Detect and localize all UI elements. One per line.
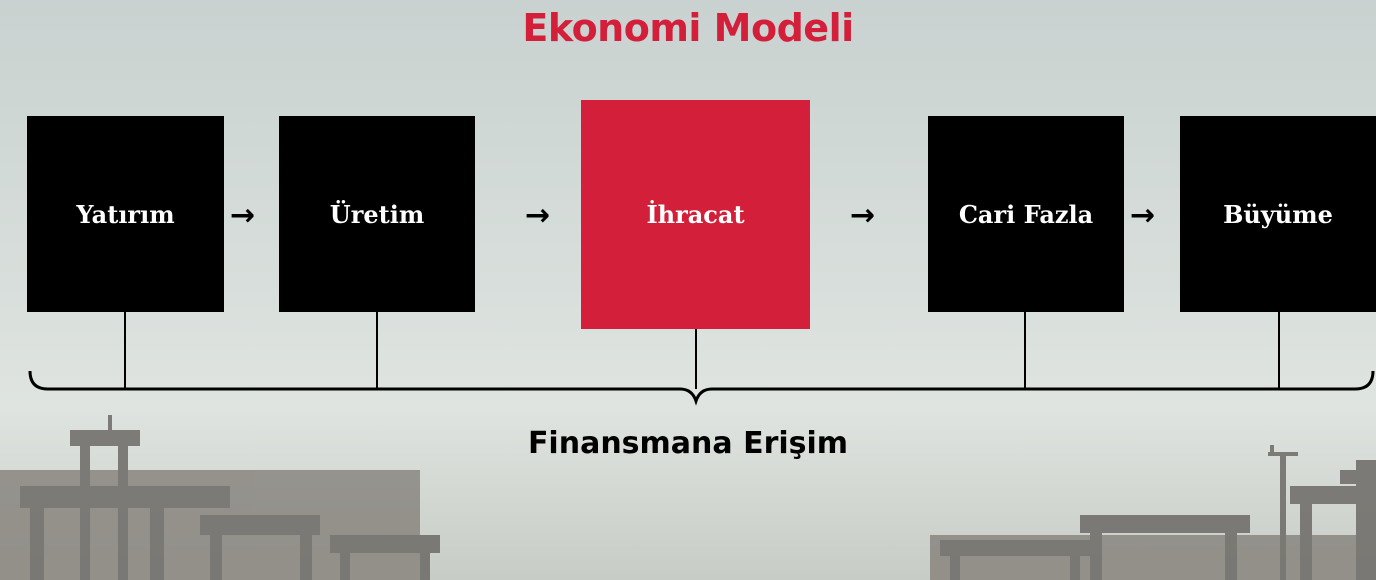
step-uretim: Üretim	[279, 116, 475, 312]
step-label: Üretim	[329, 199, 425, 229]
curly-brace	[28, 370, 1375, 406]
step-label: Cari Fazla	[958, 199, 1094, 229]
step-buyume: Büyüme	[1180, 116, 1376, 312]
step-label: Büyüme	[1223, 199, 1333, 229]
arrow-icon: →	[525, 198, 551, 233]
diagram-title: Ekonomi Modeli	[522, 6, 854, 50]
arrow-icon: →	[230, 198, 256, 233]
step-ihracat: İhracat	[581, 100, 810, 329]
step-label: İhracat	[646, 200, 745, 229]
arrow-icon: →	[1130, 198, 1156, 233]
step-yatirim: Yatırım	[27, 116, 224, 312]
bracket-label: Finansmana Erişim	[527, 426, 849, 461]
step-label: Yatırım	[76, 199, 175, 229]
arrow-icon: →	[850, 198, 876, 233]
step-cari-fazla: Cari Fazla	[928, 116, 1124, 312]
